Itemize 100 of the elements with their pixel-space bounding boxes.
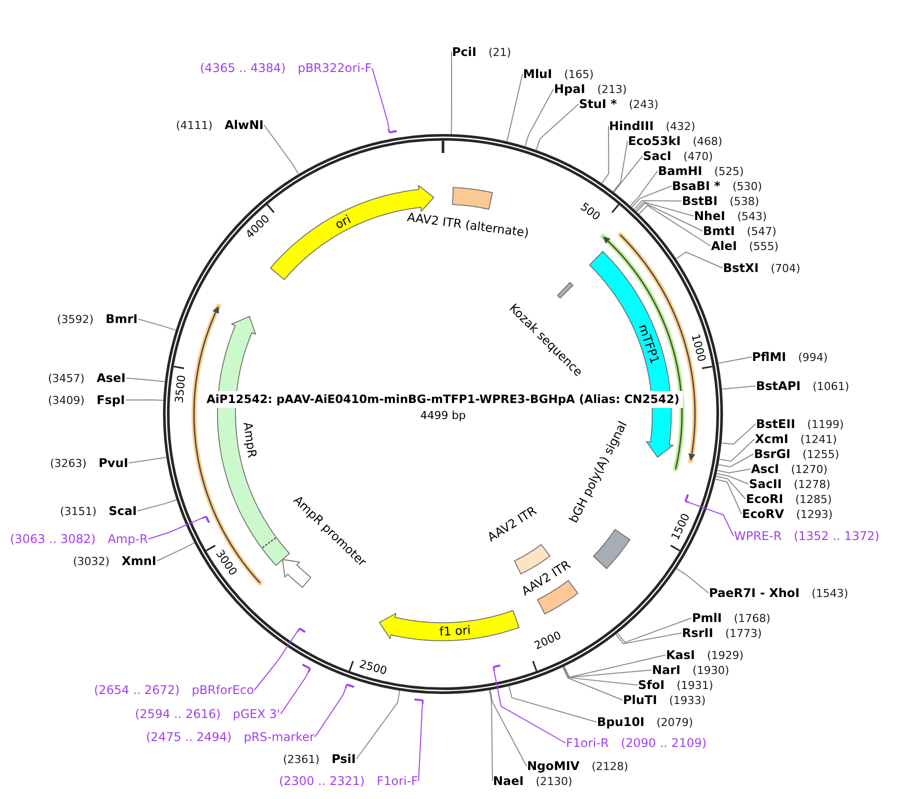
restriction-site-label: BsaBI * (530) [672, 178, 762, 194]
leader-line [676, 252, 723, 268]
tick-label: 1500 [668, 511, 693, 543]
restriction-site-label: XcmI (1241) [755, 432, 837, 446]
leader-line [635, 201, 694, 216]
leader-line [718, 356, 752, 364]
primer-label: WPRE-R (1352 .. 1372) [734, 528, 880, 544]
restriction-site-label: HpaI (213) [554, 82, 627, 96]
leader-line [612, 140, 628, 192]
leader-line [156, 542, 195, 562]
restriction-site-label: PluTI (1933) [623, 692, 706, 708]
leader-line [563, 666, 638, 686]
leader-line [148, 517, 203, 540]
leader-line [280, 671, 309, 714]
primer-label: (2654 .. 2672) pBRforEco [94, 682, 254, 698]
tick-label: 3500 [172, 374, 190, 404]
leader-line [718, 438, 755, 462]
leader-line [638, 204, 711, 246]
leader-line [718, 454, 754, 468]
restriction-site-label: RsrII (1773) [682, 626, 762, 640]
restriction-site-label: (3592) BmrI [57, 312, 138, 326]
leader-line [508, 686, 597, 722]
leader-line [630, 170, 658, 206]
primer-binding-mark [387, 126, 399, 134]
leader-line [631, 186, 672, 208]
restriction-site-label: (3409) FspI [48, 392, 125, 408]
restriction-site-label: (4111) AlwNI [176, 118, 264, 132]
restriction-site-label: (3032) XmnI [73, 554, 156, 568]
primer-label: (2594 .. 2616) pGEX 3' [135, 706, 280, 722]
tick-label: 2000 [532, 628, 564, 654]
restriction-site-label: HindIII (432) [609, 118, 696, 134]
restriction-site-label: (3151) ScaI [60, 504, 137, 518]
primer-label: (2300 .. 2321) F1ori-F [279, 774, 418, 788]
leader-line [613, 156, 643, 193]
primer-label: (4365 .. 4384) pBR322ori-F [200, 60, 372, 76]
restriction-site-label: NgoMIV (2128) [527, 758, 628, 774]
primer-label: (2475 .. 2494) pRS-marker [146, 730, 314, 744]
leader-line [636, 202, 703, 232]
restriction-site-label: SfoI (1931) [638, 678, 714, 692]
tick-label: 2500 [358, 657, 388, 678]
restriction-site-label: NarI (1930) [652, 662, 730, 678]
leader-line [418, 704, 423, 782]
leader-line [536, 104, 579, 150]
restriction-site-label: EcoRV (1293) [742, 506, 833, 522]
leader-line [615, 632, 682, 644]
restriction-site-label: AscI (1270) [751, 462, 828, 476]
leader-line [634, 200, 682, 210]
leader-line [372, 68, 390, 129]
map-title: AiP12542: pAAV-AiE0410m-minBG-mTFP1-WPRE3-BGHpA (Alias: CN2542) [204, 390, 683, 408]
restriction-site-label: BstEII (1199) [756, 416, 844, 432]
feature-label: AAV2 ITR (alternate) [406, 210, 530, 240]
leader-line [356, 690, 400, 760]
primer-binding-mark [344, 682, 356, 690]
feature-band [378, 609, 521, 642]
restriction-site-label: PaeR7I - XhoI (1543) [709, 586, 848, 600]
leader-line [450, 52, 452, 135]
restriction-site-label: SacII (1278) [749, 476, 830, 492]
restriction-site-label: BamHI (525) [658, 164, 744, 178]
leader-line [564, 654, 666, 678]
restriction-site-label: AleI (555) [711, 238, 779, 254]
restriction-site-label: KasI (1929) [666, 648, 744, 662]
primer-binding-mark [296, 626, 306, 634]
leader-line [716, 472, 749, 484]
leader-line [314, 688, 346, 738]
restriction-site-label: Eco53kI (468) [628, 134, 722, 148]
primer-binding-mark [492, 664, 502, 672]
leader-line [254, 631, 298, 690]
sequence-length-label: 4499 bp [420, 409, 466, 423]
feature-label: AmpR [240, 421, 260, 458]
leader-line [601, 126, 610, 184]
primer-label: F1ori-R (2090 .. 2109) [566, 736, 707, 750]
leader-line [126, 378, 166, 382]
restriction-site-label: MluI (165) [523, 66, 594, 82]
feature-label: ori [332, 212, 353, 232]
restriction-site-label: EcoRI (1285) [746, 492, 832, 506]
feature-label: f1 ori [439, 622, 472, 639]
restriction-site-label: PmlI (1768) [692, 610, 770, 626]
leader-line [524, 88, 554, 147]
leader-line [136, 499, 177, 512]
restriction-site-label: BstAPI (1061) [756, 378, 850, 394]
leader-line [716, 476, 746, 500]
leader-line [563, 666, 652, 678]
leader-line [128, 456, 167, 464]
leader-line [138, 318, 176, 331]
restriction-site-label: PflMI (994) [752, 350, 828, 364]
restriction-site-label: (3263) PvuI [50, 456, 128, 470]
restriction-site-label: StuI * (243) [579, 96, 658, 112]
leader-line [124, 399, 164, 401]
restriction-site-label: BsrGI (1255) [754, 446, 840, 462]
tick-label: 500 [577, 200, 603, 224]
leader-line [490, 689, 527, 766]
leader-line [562, 666, 623, 700]
primer-label: (3063 .. 3082) Amp-R [10, 532, 148, 546]
restriction-site-label: PciI (21) [452, 44, 512, 60]
leader-line [264, 124, 300, 175]
primer-binding-mark [300, 662, 312, 674]
tick-label: 1000 [687, 332, 708, 364]
restriction-site-label: (3457) AseI [48, 370, 126, 386]
leader-line [494, 670, 566, 744]
leader-line [506, 74, 523, 142]
